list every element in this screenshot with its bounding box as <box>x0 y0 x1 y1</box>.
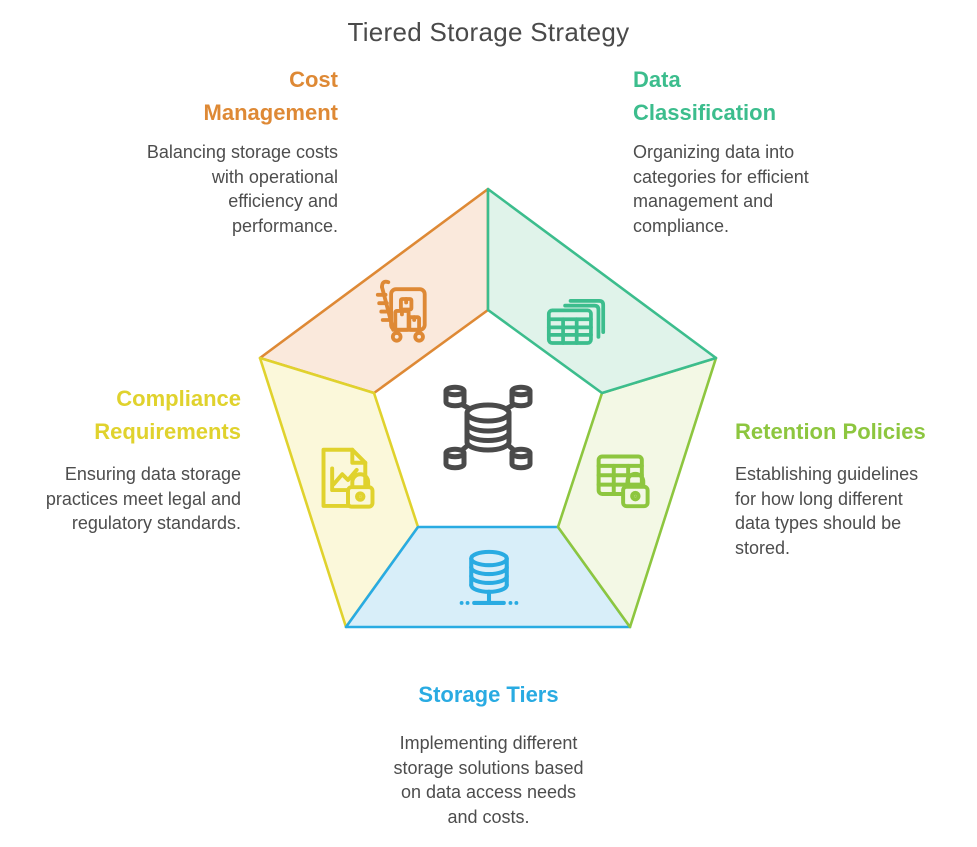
heading-line: Cost <box>289 67 338 92</box>
cost-management-heading: Cost Management <box>147 63 338 129</box>
stacked-tables-icon <box>546 299 606 345</box>
description-line: Organizing data into <box>633 142 795 162</box>
cost-management-description: Balancing storage costs with operational… <box>147 140 338 238</box>
section-retention-policies: Retention Policies Establishing guidelin… <box>735 415 926 560</box>
segment-data-classification <box>486 187 718 395</box>
database-server-icon <box>459 549 519 605</box>
database-network-icon <box>443 384 533 471</box>
section-cost-management: Cost Management Balancing storage costs … <box>147 63 338 238</box>
table-lock-icon <box>596 454 650 509</box>
description-line: data types should be <box>735 513 902 533</box>
document-chart-lock-icon <box>321 447 375 509</box>
description-line: management and <box>633 191 774 211</box>
heading-line: Data <box>633 67 681 92</box>
section-storage-tiers: Storage Tiers Implementing different sto… <box>338 678 639 829</box>
storage-tiers-heading: Storage Tiers <box>338 678 639 711</box>
description-line: categories for efficient <box>633 166 809 187</box>
description-line: practices meet legal and <box>45 488 241 509</box>
compliance-requirements-description: Ensuring data storage practices meet leg… <box>46 462 241 536</box>
description-line: regulatory standards. <box>71 513 241 533</box>
description-line: with operational <box>211 166 338 187</box>
data-classification-heading: Data Classification <box>633 63 809 129</box>
description-line: for how long different <box>735 488 903 509</box>
heading-line: Requirements <box>94 419 241 444</box>
data-classification-description: Organizing data into categories for effi… <box>633 140 809 238</box>
description-line: efficiency and <box>228 191 338 211</box>
description-line: performance. <box>231 215 338 236</box>
description-line: and costs. <box>447 806 530 827</box>
description-line: Implementing different <box>399 733 578 753</box>
section-data-classification: Data Classification Organizing data into… <box>633 63 809 238</box>
description-line: compliance. <box>633 215 730 236</box>
retention-policies-heading: Retention Policies <box>735 415 926 448</box>
diagram-title: Tiered Storage Strategy <box>347 17 630 47</box>
section-compliance-requirements: Compliance Requirements Ensuring data st… <box>46 382 241 536</box>
heading-line: Compliance <box>116 386 241 411</box>
compliance-requirements-heading: Compliance Requirements <box>46 382 241 448</box>
heading-line: Management <box>203 100 338 125</box>
description-line: on data access needs <box>400 782 577 802</box>
heading-line: Retention Policies <box>735 419 926 444</box>
description-line: stored. <box>735 537 791 558</box>
description-line: Ensuring data storage <box>64 464 241 484</box>
retention-policies-description: Establishing guidelines for how long dif… <box>735 462 926 560</box>
description-line: Establishing guidelines <box>735 464 919 484</box>
heading-line: Classification <box>633 100 777 125</box>
shipping-cart-boxes-icon <box>375 279 427 343</box>
description-line: Balancing storage costs <box>146 142 338 162</box>
heading-line: Storage Tiers <box>418 682 559 707</box>
storage-tiers-description: Implementing different storage solutions… <box>338 731 639 829</box>
description-line: storage solutions based <box>393 757 584 778</box>
